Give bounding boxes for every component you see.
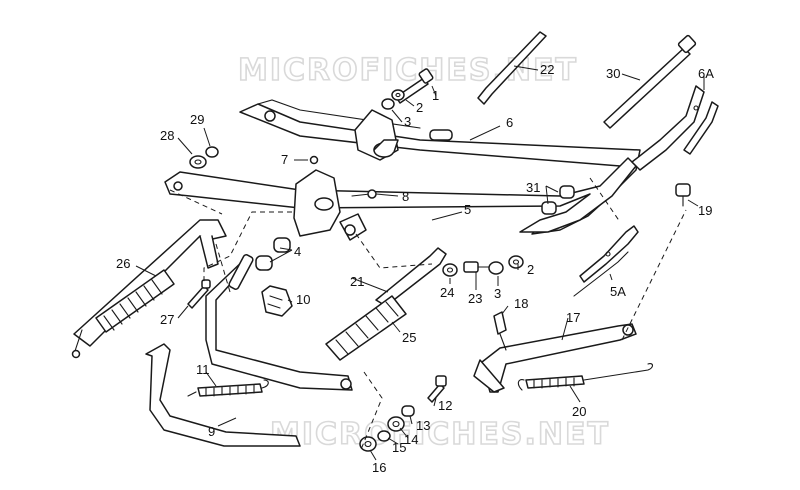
footpeg-rubber-left (95, 269, 175, 333)
washer-2-lower (508, 255, 524, 269)
callout-30: 30 (606, 66, 620, 81)
washer-14 (387, 416, 405, 432)
callout-14: 14 (404, 432, 418, 447)
callout-8: 8 (402, 189, 409, 204)
callout-25: 25 (402, 330, 416, 345)
link-rod-22 (477, 31, 547, 105)
washer-2-upper (391, 89, 405, 101)
callout-31: 31 (526, 180, 540, 195)
washer-15 (377, 430, 391, 442)
spacers-4 (255, 237, 291, 271)
callout-9: 9 (208, 424, 215, 439)
watermark-top: MICROFICHES.NET (238, 53, 578, 88)
washer-7 (309, 155, 319, 165)
callout-5A: 5A (610, 284, 626, 299)
callout-6: 6 (506, 115, 513, 130)
side-stand-17 (473, 323, 637, 393)
footpeg-rubber-25 (325, 295, 407, 361)
callout-labels: 1 2 3 6 22 30 6A 29 28 7 8 5 31 19 26 4 … (116, 62, 714, 475)
callout-7: 7 (281, 152, 288, 167)
callout-19: 19 (698, 203, 712, 218)
upper-mount-bracket (354, 109, 453, 161)
watermark-bottom: MICROFICHES.NET (270, 417, 610, 452)
leader-lines (135, 65, 705, 461)
callout-11: 11 (196, 362, 210, 377)
washer-29 (205, 146, 219, 158)
callout-24: 24 (440, 285, 454, 300)
lever-9 (145, 254, 353, 447)
callout-23: 23 (468, 291, 482, 306)
bolt-8 (351, 189, 377, 199)
callout-15: 15 (392, 440, 406, 455)
spring-11 (187, 379, 269, 397)
callout-10: 10 (296, 292, 310, 307)
callout-5: 5 (464, 202, 471, 217)
assembly-lines (169, 177, 687, 453)
nut-3-lower (488, 261, 504, 275)
callout-27: 27 (160, 312, 174, 327)
rubber-bush-10 (261, 285, 293, 317)
long-bolt-30 (603, 34, 697, 129)
callout-6A: 6A (698, 66, 714, 81)
bush-13 (401, 405, 415, 417)
middle-mount-bracket (293, 169, 367, 241)
nut-24 (442, 263, 458, 277)
side-plate-6A (631, 85, 719, 171)
callout-22: 22 (540, 62, 554, 77)
callout-2: 2 (416, 100, 423, 115)
callout-1: 1 (432, 88, 439, 103)
callout-12: 12 (438, 398, 452, 413)
callout-13: 13 (416, 418, 430, 433)
callout-4: 4 (294, 244, 301, 259)
callout-26: 26 (116, 256, 130, 271)
callout-17: 17 (566, 310, 580, 325)
callout-21: 21 (350, 274, 364, 289)
bushes-31 (541, 185, 575, 215)
callout-3b: 3 (494, 286, 501, 301)
callout-28: 28 (160, 128, 174, 143)
nut-16 (359, 436, 377, 452)
nut-3-upper (381, 98, 395, 110)
spring-20 (517, 363, 654, 391)
callout-3: 3 (404, 114, 411, 129)
stand-rubber-18 (493, 311, 507, 351)
callout-29: 29 (190, 112, 204, 127)
bolt-12 (427, 375, 447, 403)
callout-16: 16 (372, 460, 386, 475)
side-plate-5A (573, 225, 639, 297)
callout-18: 18 (514, 296, 528, 311)
bolt-23 (463, 261, 491, 273)
bolt-27 (187, 279, 211, 309)
bolt-19 (675, 183, 691, 207)
footrest-arm-21 (375, 247, 447, 307)
nut-28 (189, 155, 207, 169)
callout-20: 20 (572, 404, 586, 419)
callout-2b: 2 (527, 262, 534, 277)
